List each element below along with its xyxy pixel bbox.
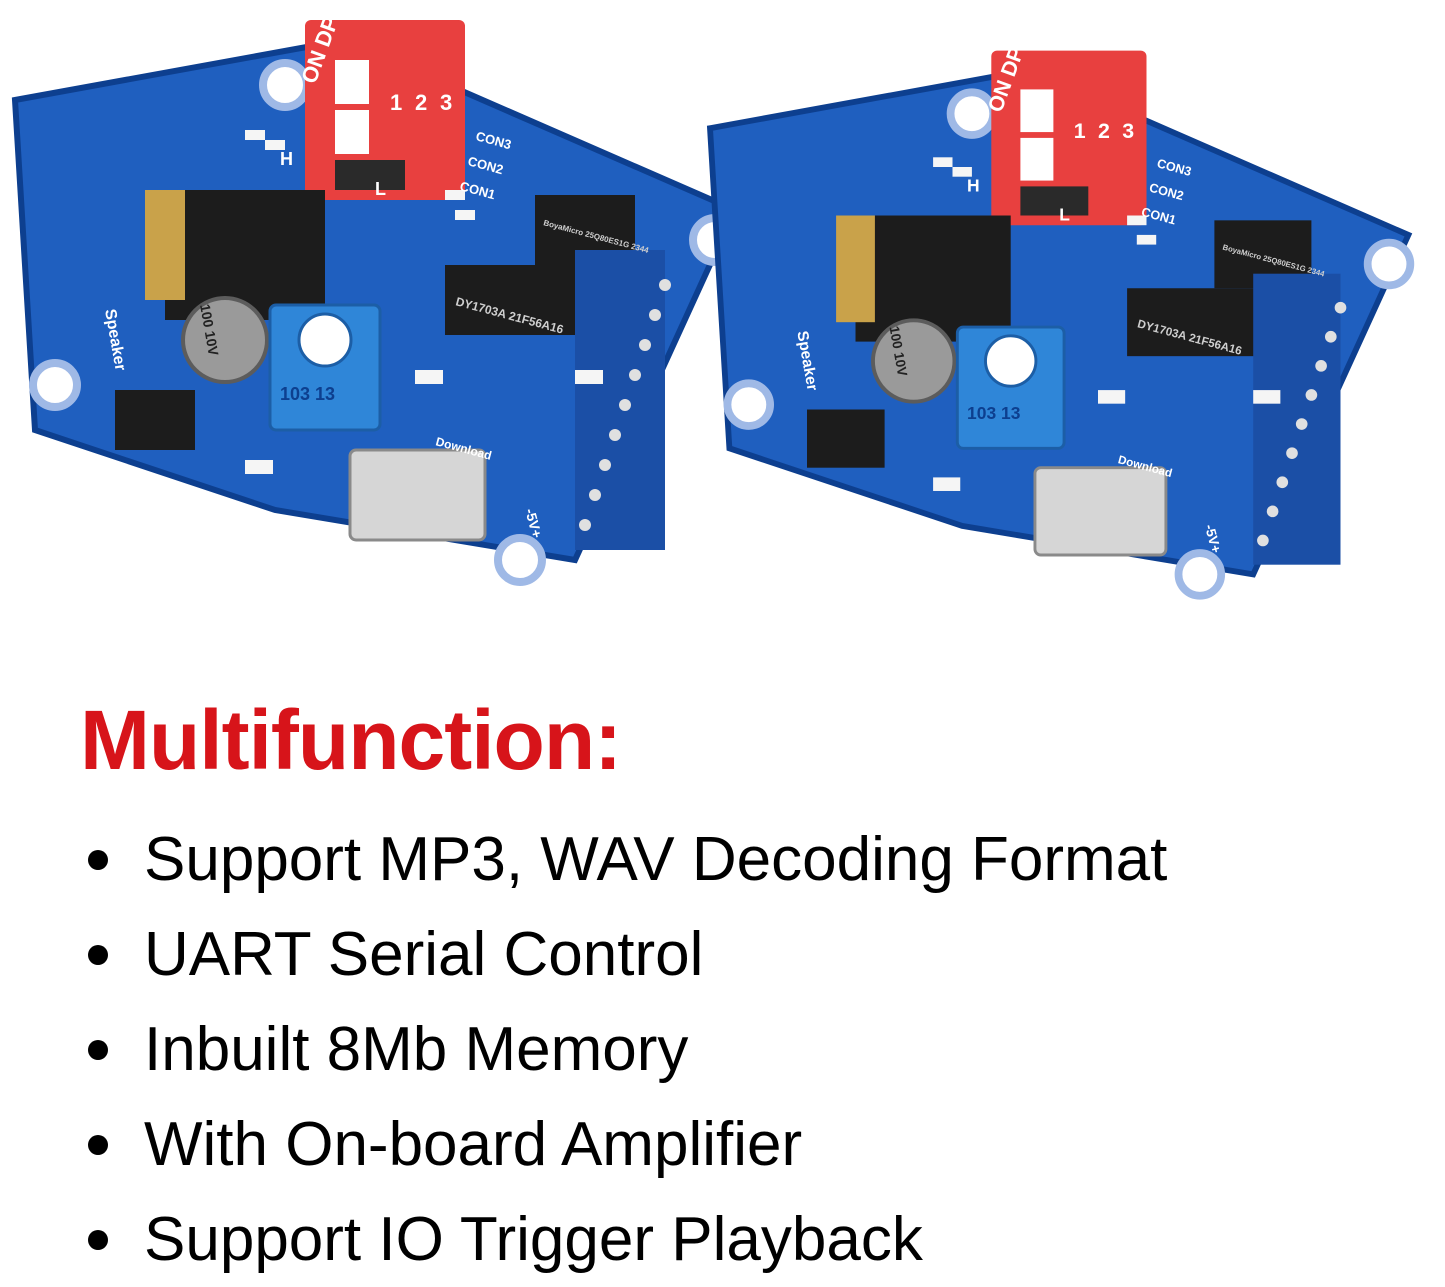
feature-text: Support IO Trigger Playback	[144, 1204, 923, 1274]
label-l: L	[1059, 204, 1070, 224]
feature-text: UART Serial Control	[144, 919, 704, 989]
dip-number-1: 1	[1074, 119, 1086, 143]
product-image-modules: ON DP 1 2 3 CON3 CON2 CON1 H L Speaker 1…	[0, 13, 1445, 600]
label-h: H	[967, 175, 980, 195]
feature-item: Support IO Trigger Playback	[88, 1192, 1167, 1287]
dip-number-3: 3	[1122, 119, 1134, 143]
dip-number-2: 2	[1098, 119, 1110, 143]
feature-item: Support MP3, WAV Decoding Format	[88, 812, 1167, 907]
feature-text: Support MP3, WAV Decoding Format	[144, 824, 1168, 894]
feature-text: With On-board Amplifier	[144, 1109, 803, 1179]
dip-number-2: 2	[415, 90, 427, 115]
dip-number-1: 1	[390, 90, 402, 115]
bullet-icon	[88, 1039, 108, 1060]
power-label: -5V+	[1202, 523, 1224, 555]
multifunction-heading: Multifunction:	[80, 693, 622, 787]
potentiometer-text: 103 13	[967, 403, 1021, 423]
bullet-icon	[88, 1134, 108, 1155]
label-h: H	[280, 149, 293, 169]
bullet-icon	[88, 1229, 108, 1250]
potentiometer-text: 103 13	[280, 384, 335, 404]
label-l: L	[375, 179, 386, 199]
dip-number-3: 3	[440, 90, 452, 115]
feature-text: Inbuilt 8Mb Memory	[144, 1014, 689, 1084]
feature-item: Inbuilt 8Mb Memory	[88, 1002, 1167, 1097]
feature-list: Support MP3, WAV Decoding Format UART Se…	[88, 812, 1167, 1287]
feature-item: UART Serial Control	[88, 907, 1167, 1002]
feature-item: With On-board Amplifier	[88, 1097, 1167, 1192]
board-left: ON DP 1 2 3 CON3 CON2 CON1 H L Speaker 1…	[15, 13, 737, 582]
bullet-icon	[88, 849, 108, 870]
bullet-icon	[88, 944, 108, 965]
board-right: ON DP 1 2 3 CON3 CON2 CON1 H L Speaker 1…	[710, 44, 1410, 596]
power-label: -5V+	[522, 507, 545, 540]
